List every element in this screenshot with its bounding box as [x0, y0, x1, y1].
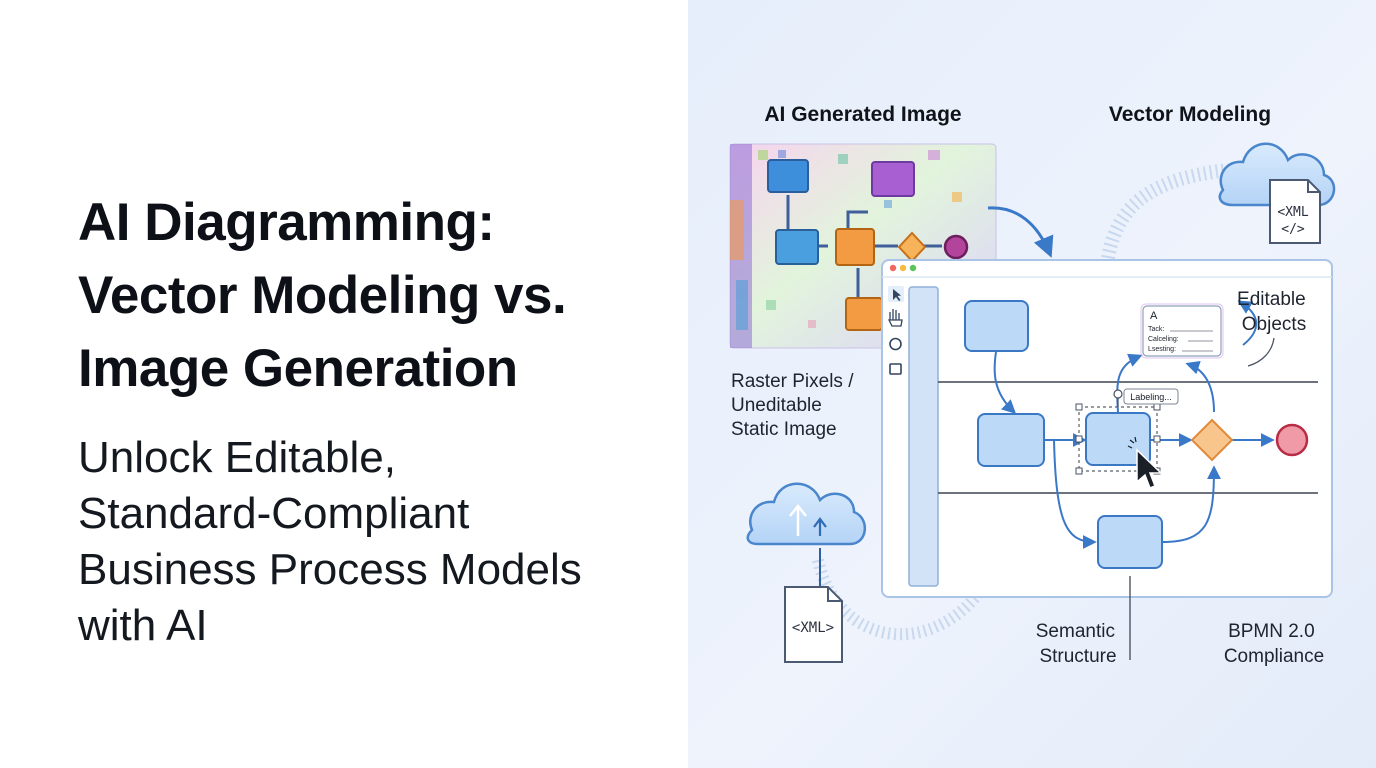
- semantic-note-line: Semantic: [1036, 621, 1115, 642]
- task-shape[interactable]: [964, 300, 1029, 352]
- bpmn-note: BPMN 2.0 Compliance: [1224, 621, 1324, 667]
- title-line: AI Diagramming:: [78, 193, 495, 252]
- comparison-illustration: AI Generated Image Vector Modeling: [729, 103, 1336, 667]
- property-label: Lsesting:: [1148, 346, 1176, 353]
- subtitle-line: with AI: [78, 601, 208, 650]
- page-subtitle: Unlock Editable, Standard-Compliant Busi…: [78, 430, 678, 654]
- window-minimize-dot[interactable]: [899, 264, 907, 272]
- xml-file-label: <XML>: [792, 620, 834, 636]
- title-line: Vector Modeling vs.: [78, 266, 567, 325]
- transform-arrow: [987, 206, 1054, 258]
- raster-note-line: Static Image: [731, 419, 837, 440]
- raster-note: Raster Pixels / Uneditable Static Image: [731, 371, 859, 440]
- editable-callout-line: [1247, 337, 1275, 367]
- text-format-icon: A: [1150, 310, 1158, 322]
- property-label: Tack:: [1148, 326, 1164, 333]
- xml-file-icon-bottom: <XML>: [784, 586, 843, 663]
- raster-note-line: Raster Pixels /: [731, 371, 854, 392]
- bpmn-note-line: Compliance: [1224, 646, 1324, 667]
- task-shape[interactable]: [1097, 515, 1163, 569]
- vector-heading: Vector Modeling: [1109, 103, 1271, 126]
- illustration-panel: AI Generated Image Vector Modeling: [688, 0, 1376, 768]
- window-close-dot[interactable]: [889, 264, 897, 272]
- data-stream-bottom: [812, 558, 994, 641]
- xml-file-label: </>: [1281, 222, 1305, 237]
- xml-file-icon-top: <XML </>: [1269, 179, 1321, 244]
- circle-tool-icon[interactable]: [889, 337, 902, 351]
- editable-note-line: Editable: [1237, 289, 1306, 310]
- bpmn-note-line: BPMN 2.0: [1228, 621, 1315, 642]
- page-title: AI Diagramming: Vector Modeling vs. Imag…: [78, 186, 678, 405]
- editable-note-line: Objects: [1242, 314, 1306, 335]
- window-maximize-dot[interactable]: [909, 264, 917, 272]
- hand-pan-icon[interactable]: [887, 309, 903, 327]
- panel-sidebar: [908, 286, 939, 587]
- selection-tag: Labeling...: [1123, 388, 1179, 405]
- properties-card[interactable]: A Tack: Calceling: Lsesting:: [1140, 303, 1224, 359]
- semantic-note-line: Structure: [1039, 646, 1116, 667]
- headline-panel: AI Diagramming: Vector Modeling vs. Imag…: [78, 186, 678, 654]
- gateway-diamond[interactable]: [1190, 418, 1234, 462]
- raster-heading: AI Generated Image: [764, 103, 961, 126]
- task-shape[interactable]: [977, 413, 1045, 467]
- title-line: Image Generation: [78, 339, 518, 398]
- mouse-pointer-icon: [1127, 436, 1163, 489]
- selection-tag-text: Labeling...: [1130, 392, 1172, 402]
- property-label: Calceling:: [1148, 336, 1179, 343]
- sequence-flows: [993, 300, 1275, 549]
- semantic-note: Semantic Structure: [1036, 621, 1120, 667]
- editable-note: Editable Objects: [1237, 289, 1311, 335]
- subtitle-line: Unlock Editable,: [78, 433, 396, 482]
- rectangle-tool-icon[interactable]: [889, 363, 902, 375]
- subtitle-line: Business Process Models: [78, 545, 582, 594]
- select-arrow-icon[interactable]: [888, 286, 904, 302]
- cloud-upload-icon: [746, 482, 866, 546]
- xml-file-label: <XML: [1277, 205, 1308, 220]
- editor-window[interactable]: Labeling... A Tack: Calceling: Lsesting:: [881, 259, 1333, 660]
- data-stream-top: [1101, 163, 1229, 260]
- selected-task-shape[interactable]: [1085, 412, 1151, 466]
- end-event[interactable]: [1275, 423, 1309, 457]
- selection-handles[interactable]: [1075, 389, 1161, 475]
- tool-palette: [887, 286, 904, 375]
- subtitle-line: Standard-Compliant: [78, 489, 470, 538]
- raster-note-line: Uneditable: [731, 395, 822, 416]
